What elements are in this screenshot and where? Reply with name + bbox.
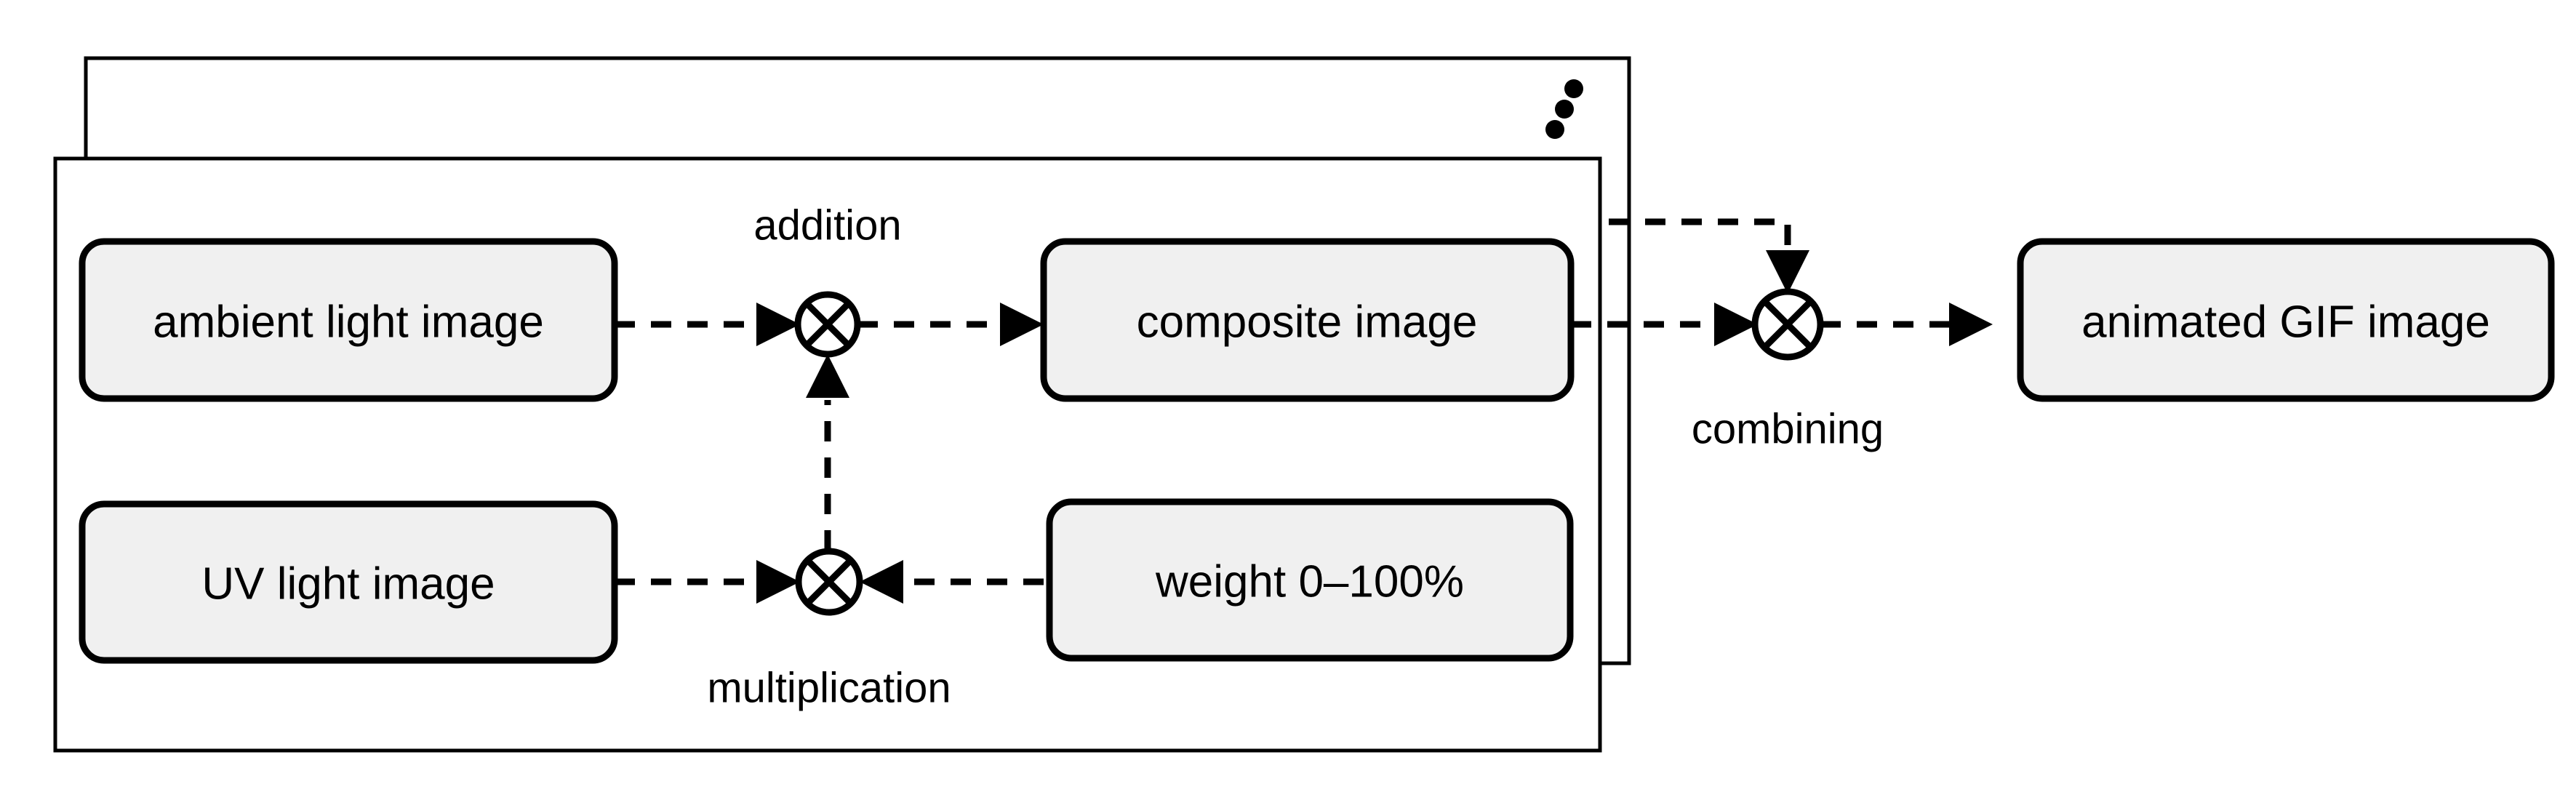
arrowhead-multiplication-to-addition xyxy=(806,354,849,398)
arrowhead-composite-to-combining xyxy=(1714,303,1758,346)
composite-image-box[interactable] xyxy=(1040,238,1575,402)
node-composite-image[interactable]: composite image xyxy=(1040,238,1575,402)
arrowhead-weight-to-multiplication xyxy=(860,560,903,604)
arrowhead-addition-to-composite xyxy=(1000,303,1044,346)
ambient-light-image-label: ambient light image xyxy=(153,297,544,348)
node-weight[interactable]: weight 0–100% xyxy=(1046,498,1574,662)
ambient-light-image-box[interactable] xyxy=(79,238,618,402)
addition-label: addition xyxy=(753,202,901,249)
multiplication-cross-icon xyxy=(804,557,854,607)
combining-label: combining xyxy=(1692,406,1884,453)
weight-box[interactable] xyxy=(1046,498,1574,662)
arrowhead-ambient-to-addition xyxy=(756,303,800,346)
edge-backpanel-to-combining xyxy=(1609,218,1791,271)
animated-gif-image-label: animated GIF image xyxy=(2081,297,2490,348)
operator-combining[interactable]: combining xyxy=(1692,288,1884,453)
arrowhead-combining-to-gif xyxy=(1949,303,1993,346)
operator-multiplication[interactable]: multiplication xyxy=(707,548,951,712)
vertical-ellipsis-icon xyxy=(1545,79,1583,139)
arrowhead-backpanel-to-combining xyxy=(1766,250,1809,294)
node-ambient-light-image[interactable]: ambient light image xyxy=(79,238,618,402)
animated-gif-image-box[interactable] xyxy=(2017,238,2555,402)
node-uv-light-image[interactable]: UV light image xyxy=(79,500,618,664)
multiplication-label: multiplication xyxy=(707,665,951,712)
weight-label: weight 0–100% xyxy=(1155,557,1464,607)
combining-cross-icon xyxy=(1761,298,1814,351)
addition-cross-icon xyxy=(804,300,852,348)
arrowhead-uv-to-multiplication xyxy=(756,560,800,604)
composite-image-label: composite image xyxy=(1137,297,1478,348)
uv-light-image-label: UV light image xyxy=(201,559,495,609)
node-animated-gif-image[interactable]: animated GIF image xyxy=(2017,238,2555,402)
